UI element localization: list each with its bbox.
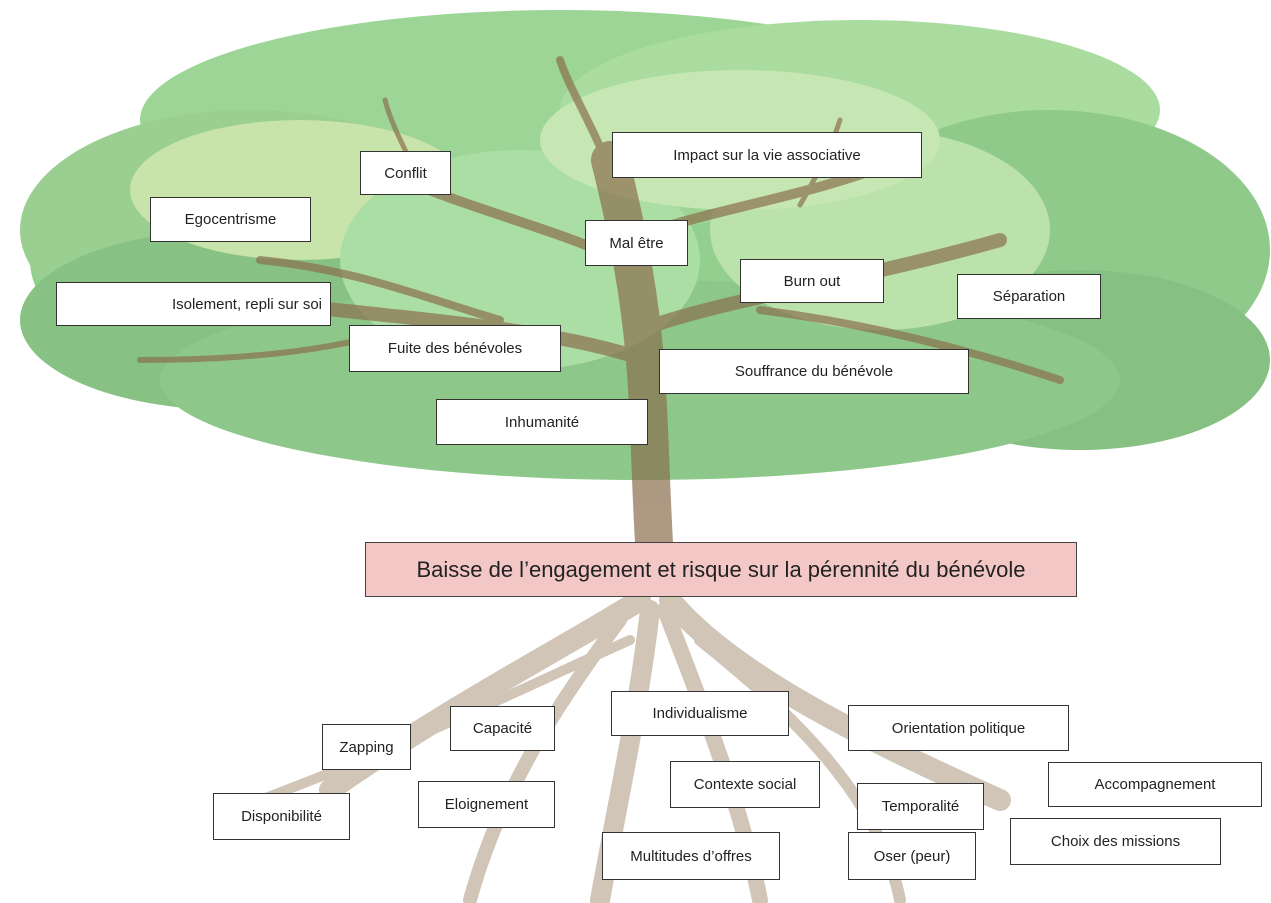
cause-box-capacite: Capacité bbox=[450, 706, 555, 751]
cause-box-choix-missions: Choix des missions bbox=[1010, 818, 1221, 865]
central-problem-box: Baisse de l’engagement et risque sur la … bbox=[365, 542, 1077, 597]
consequence-box-impact: Impact sur la vie associative bbox=[612, 132, 922, 178]
cause-box-disponibilite: Disponibilité bbox=[213, 793, 350, 840]
consequence-box-isolement: Isolement, repli sur soi bbox=[56, 282, 331, 326]
consequence-box-separation: Séparation bbox=[957, 274, 1101, 319]
cause-box-temporalite: Temporalité bbox=[857, 783, 984, 830]
consequence-box-conflit: Conflit bbox=[360, 151, 451, 195]
consequence-box-burn-out: Burn out bbox=[740, 259, 884, 303]
cause-box-zapping: Zapping bbox=[322, 724, 411, 770]
cause-box-accompagnement: Accompagnement bbox=[1048, 762, 1262, 807]
cause-box-individualisme: Individualisme bbox=[611, 691, 789, 736]
consequence-box-mal-etre: Mal être bbox=[585, 220, 688, 266]
cause-box-orientation: Orientation politique bbox=[848, 705, 1069, 751]
consequence-box-fuite: Fuite des bénévoles bbox=[349, 325, 561, 372]
cause-box-contexte: Contexte social bbox=[670, 761, 820, 808]
cause-box-oser: Oser (peur) bbox=[848, 832, 976, 880]
cause-box-eloignement: Eloignement bbox=[418, 781, 555, 828]
consequence-box-inhumanite: Inhumanité bbox=[436, 399, 648, 445]
cause-box-multitudes: Multitudes d’offres bbox=[602, 832, 780, 880]
consequence-box-souffrance: Souffrance du bénévole bbox=[659, 349, 969, 394]
consequence-box-egocentrisme: Egocentrisme bbox=[150, 197, 311, 242]
